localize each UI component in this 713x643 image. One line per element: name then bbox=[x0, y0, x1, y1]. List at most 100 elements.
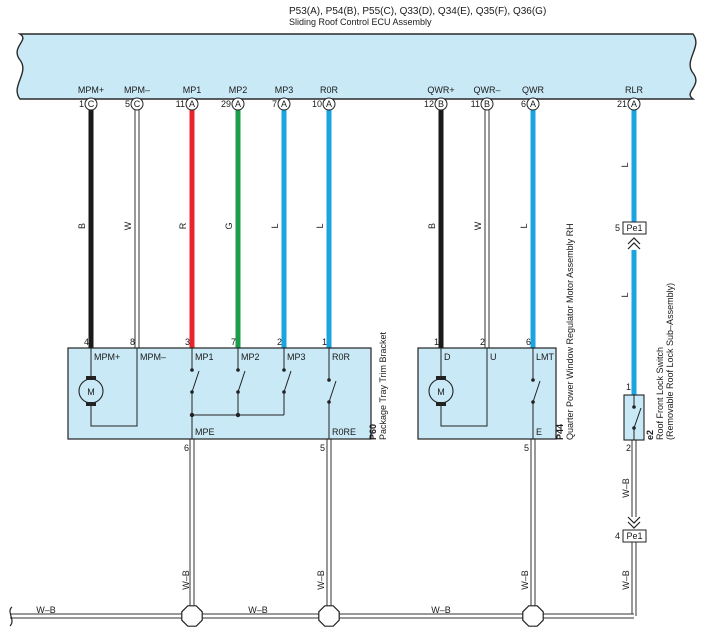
connector-circle-mp1 bbox=[185, 97, 199, 111]
ecu-pin-num-qwr-minus: 11 bbox=[471, 99, 480, 109]
connector-circle-mp2 bbox=[231, 97, 245, 111]
connector-circle-mpm-plus bbox=[84, 97, 98, 111]
e2-name: Roof Front Lock Switch bbox=[655, 347, 665, 440]
connector-circle-r0r bbox=[322, 97, 336, 111]
ecu-pin-group: MPM+ MPM– MP1 MP2 MP3 R0R QWR+ QWR– QWR … bbox=[78, 85, 644, 109]
connector-circle-group: C C A A A A B B A A bbox=[84, 97, 641, 111]
splice-junction-2 bbox=[318, 605, 340, 627]
ground-label-e2-lower: W–B bbox=[621, 570, 631, 590]
connector-letter-mp1: A bbox=[189, 99, 195, 109]
p44-pin-label-u: U bbox=[490, 352, 497, 362]
pe1-lower-box bbox=[622, 529, 647, 543]
e2-pin-num-1: 1 bbox=[626, 382, 631, 392]
ecu-pin-num-mp1: 11 bbox=[176, 99, 185, 109]
p60-pin-num-5: 5 bbox=[320, 443, 325, 453]
connector-letter-mpm-plus: C bbox=[88, 99, 95, 109]
p60-contact-mp2-bottom bbox=[236, 390, 240, 394]
wire-color-label-mp2: G bbox=[224, 222, 234, 229]
p60-pin-num-4: 4 bbox=[84, 337, 89, 347]
splice-junction-1 bbox=[181, 605, 203, 627]
p60-contact-mp2-top bbox=[236, 368, 240, 372]
ecu-pin-label-mpm-minus: MPM– bbox=[124, 85, 150, 95]
ecu-pin-num-mp2: 29 bbox=[221, 99, 231, 109]
connector-circle-mpm-minus bbox=[130, 97, 144, 111]
p44-code: P44 bbox=[555, 424, 565, 440]
pe1-upper-name: Pe1 bbox=[626, 223, 642, 233]
p60-code: P60 bbox=[368, 424, 378, 440]
p44-name: Quarter Power Window Regulator Motor Ass… bbox=[565, 223, 575, 440]
p60-pin-label-mpe: MPE bbox=[195, 427, 215, 437]
e2-contact-top bbox=[632, 405, 636, 409]
wire-color-label-qwr: L bbox=[519, 223, 529, 228]
p44-motor-label: M bbox=[437, 387, 445, 397]
e2-code: e2 bbox=[645, 430, 655, 440]
ecu-pin-label-qwr-plus: QWR+ bbox=[427, 85, 454, 95]
e2-contact-bottom bbox=[632, 426, 636, 430]
e2-switch-blade bbox=[633, 407, 642, 429]
wire-group bbox=[9, 110, 637, 627]
connector-letter-qwr-plus: B bbox=[438, 99, 444, 109]
pe1-lower-pin: 4 bbox=[615, 531, 620, 541]
p60-pin-label-mpm-plus: MPM+ bbox=[94, 352, 120, 362]
wire-color-label-mp3: L bbox=[270, 223, 280, 228]
ecu-codes: P53(A), P54(B), P55(C), Q33(D), Q34(E), … bbox=[289, 6, 546, 17]
connector-circle-rlr bbox=[627, 97, 641, 111]
p60-switch-r0r-blade bbox=[328, 380, 337, 403]
p44-switch-contacts bbox=[531, 378, 535, 404]
p60-switch-mp1-blade bbox=[191, 370, 200, 393]
p60-contact-r0r-bottom bbox=[327, 400, 331, 404]
p44-contact-top bbox=[531, 378, 535, 382]
e2-pin-num-2: 2 bbox=[626, 443, 631, 453]
wire-color-label-mpm-minus: W bbox=[123, 221, 133, 230]
p60-contact-mp1-bottom bbox=[190, 390, 194, 394]
p44-pin-label-lmt: LMT bbox=[536, 352, 555, 362]
p60-pin-num-8: 8 bbox=[130, 337, 135, 347]
e2-circuit bbox=[633, 395, 642, 440]
wire-color-label-rlr-lower: L bbox=[620, 292, 630, 297]
connector-letter-qwr: A bbox=[530, 99, 536, 109]
ecu-pin-label-mp3: MP3 bbox=[275, 85, 294, 95]
connector-letter-qwr-minus: B bbox=[484, 99, 490, 109]
p60-pin-num-1: 1 bbox=[322, 337, 327, 347]
ground-label-p60-r0re: W–B bbox=[316, 570, 326, 590]
p44-pin-num-6: 6 bbox=[526, 337, 531, 347]
p60-motor-brush-bottom bbox=[86, 402, 96, 406]
p60-contact-mp3-top bbox=[282, 368, 286, 372]
pe1-upper-chevron-icon bbox=[627, 237, 641, 250]
pe1-upper-pin: 5 bbox=[615, 223, 620, 233]
ecu-pin-num-qwr: 6 bbox=[521, 99, 526, 109]
ecu-pin-label-qwr-minus: QWR– bbox=[474, 85, 501, 95]
p60-pin-num-3: 3 bbox=[185, 337, 190, 347]
wire-color-label-mpm-plus: B bbox=[77, 223, 87, 229]
ecu-pin-label-qwr: QWR bbox=[522, 85, 544, 95]
splice-junction-3 bbox=[522, 605, 544, 627]
p44-pin-num-2: 2 bbox=[480, 337, 485, 347]
p44-pin-num-5: 5 bbox=[524, 443, 529, 453]
p60-switch-contacts bbox=[189, 368, 331, 418]
p60-pin-label-r0r: R0R bbox=[332, 352, 351, 362]
connector-letter-mp2: A bbox=[235, 99, 241, 109]
ground-label-e2-upper: W–B bbox=[621, 478, 631, 498]
p60-pin-label-mp1: MP1 bbox=[195, 352, 214, 362]
ecu-pin-label-mp1: MP1 bbox=[183, 85, 202, 95]
connector-circle-mp3 bbox=[277, 97, 291, 111]
ecu-pin-num-rlr: 21 bbox=[617, 99, 627, 109]
ground-label-p44-e: W–B bbox=[520, 570, 530, 590]
wire-color-label-mp1: R bbox=[178, 222, 188, 229]
p60-pin-num-6: 6 bbox=[184, 443, 189, 453]
ground-bus-break bbox=[9, 606, 13, 627]
p60-pin-labels: 4 MPM+ 8 MPM– 3 MP1 7 MP2 2 MP3 1 R0R MP… bbox=[84, 337, 356, 453]
ground-wire-labels: W–B W–B W–B W–B W–B W–B W–B W–B bbox=[36, 478, 631, 615]
ecu-pin-num-qwr-plus: 12 bbox=[424, 99, 434, 109]
p60-motor-brush-top bbox=[86, 376, 96, 380]
p60-motor-icon: M bbox=[78, 376, 104, 406]
p60-switch-mp3-blade bbox=[283, 370, 292, 393]
p44-pin-label-d: D bbox=[444, 352, 451, 362]
ecu-pin-label-r0r: R0R bbox=[320, 85, 339, 95]
pe1-lower-chevron-icon bbox=[627, 516, 641, 529]
ecu-pin-label-mpm-plus: MPM+ bbox=[78, 85, 104, 95]
p44-pin-num-1: 1 bbox=[434, 337, 439, 347]
wire-color-label-qwr-minus: W bbox=[473, 221, 483, 230]
p60-motor-lead-return bbox=[90, 348, 138, 427]
